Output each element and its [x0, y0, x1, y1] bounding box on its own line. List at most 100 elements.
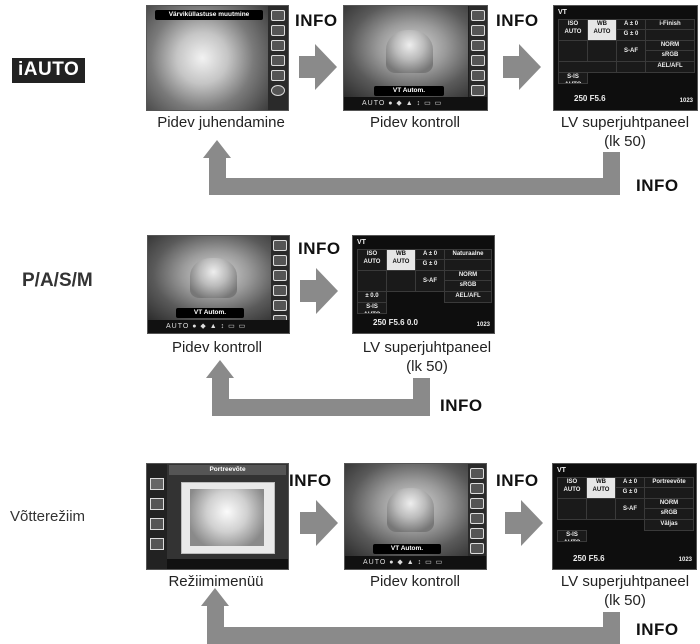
guide-option-icon: [271, 55, 285, 66]
super-control-panel-screen: VT ISO AUTO WB AUTO A ± 0 G ± 0 Portreev…: [552, 463, 697, 570]
control-bottom-bar: AUTO ● ◆ ▲ ↕ ▭ ▭: [345, 556, 486, 569]
aelafl-cell: AEL/AFL: [444, 291, 492, 303]
live-control-screen: VT Autom. AUTO ● ◆ ▲ ↕ ▭ ▭: [344, 463, 487, 570]
wb-banner: VT Autom.: [176, 308, 244, 318]
mode-menu-screen: Portreevõte: [146, 463, 289, 570]
photo-preview: [344, 6, 468, 97]
panel-grid: VT ISO AUTO WB AUTO A ± 0 G ± 0 Portreev…: [553, 464, 696, 569]
flash-cell: [558, 40, 588, 62]
mode-menu-sidebar: [147, 464, 167, 569]
pasm-mode-label: P/A/S/M: [22, 270, 93, 291]
return-arrow-shaft: [207, 606, 224, 644]
flower-photo: [147, 6, 270, 110]
caption-mode-menu: Režiimimenüü: [168, 573, 264, 590]
exposure-readout: 250 F5.6: [574, 94, 606, 103]
caption-live-control: Pidev kontroll: [369, 573, 461, 590]
exposure-readout: 250 F5.6 0.0: [373, 318, 418, 327]
sis-cell: S-IS AUTO: [557, 530, 587, 542]
flash-cell: [557, 498, 587, 520]
info-button-label: INFO: [496, 471, 539, 490]
control-bottom-bar: AUTO ● ◆ ▲ ↕ ▭ ▭: [148, 320, 289, 333]
saf-cell: S-AF: [615, 498, 645, 520]
sis-cell: S-IS AUTO: [357, 302, 387, 314]
mode-menu-title: Portreevõte: [169, 465, 286, 475]
af-area-cell: [587, 40, 617, 62]
up-arrow-icon: [206, 360, 234, 378]
super-control-panel-screen: VT ISO AUTO WB AUTO A ± 0 G ± 0 i-Finish…: [553, 5, 698, 111]
iso-cell: ISO AUTO: [557, 477, 587, 499]
info-button-label: INFO: [496, 11, 539, 30]
af-area-cell: [386, 270, 416, 292]
info-button-label: INFO: [440, 396, 483, 415]
info-button-label: INFO: [636, 176, 679, 195]
guide-option-icon: [271, 70, 285, 81]
info-button-label: INFO: [298, 239, 341, 258]
guide-icon-column: [268, 6, 288, 110]
return-arrow-bar: [207, 627, 620, 644]
wb-cell: WB AUTO: [586, 477, 616, 499]
portrait-sample-frame: [181, 482, 275, 554]
shots-remaining: 1023: [476, 322, 490, 328]
control-icon-column: [468, 464, 486, 569]
wb-cell: WB AUTO: [386, 249, 416, 271]
wb-cell: WB AUTO: [587, 19, 617, 41]
guide-banner: Värviküllastuse muutmine: [155, 10, 263, 20]
photo-preview: [345, 464, 468, 556]
shots-remaining: 1023: [678, 557, 692, 563]
panel-title: VT: [357, 239, 366, 246]
flash-cell: [357, 270, 387, 292]
saf-cell: S-AF: [616, 40, 646, 62]
caption-super-panel: LV superjuhtpaneel: [362, 339, 492, 356]
aelafl-cell: AEL/AFL: [645, 61, 695, 73]
iauto-mode-label: iAUTO: [12, 58, 86, 83]
sis-cell: S-IS AUTO: [558, 72, 588, 84]
live-guide-screen: Värviküllastuse muutmine: [146, 5, 289, 111]
guide-option-icon: [271, 40, 285, 51]
up-arrow-icon: [201, 588, 229, 606]
guide-option-icon: [271, 85, 285, 96]
super-control-panel-screen: VT ISO AUTO WB AUTO A ± 0 G ± 0 Naturaal…: [352, 235, 495, 334]
valjas-cell: Väljas: [644, 519, 694, 531]
iso-cell: ISO AUTO: [357, 249, 387, 271]
metering-cell: [616, 61, 646, 73]
guide-option-icon: [271, 10, 285, 21]
caption-live-control: Pidev kontroll: [171, 339, 263, 356]
return-arrow-bar: [212, 399, 430, 416]
return-arrow-shaft: [212, 378, 229, 416]
live-control-screen: VT Autom. AUTO ● ◆ ▲ ↕ ▭ ▭: [147, 235, 290, 334]
exposure-readout: 250 F5.6: [573, 554, 605, 563]
return-arrow-riser: [603, 152, 620, 195]
caption-page-ref: (lk 50): [604, 133, 646, 150]
caption-page-ref: (lk 50): [406, 358, 448, 375]
wb-banner: VT Autom.: [373, 544, 441, 554]
info-button-label: INFO: [295, 11, 338, 30]
af-area-cell: [586, 498, 616, 520]
scene-mode-label: Võtterežiim: [10, 508, 86, 525]
shots-remaining: 1023: [679, 98, 693, 104]
panel-title: VT: [557, 467, 566, 474]
control-icon-column: [271, 236, 289, 333]
info-button-label: INFO: [289, 471, 332, 490]
caption-super-panel: LV superjuhtpaneel: [560, 114, 690, 131]
return-arrow-riser: [603, 612, 620, 644]
caption-page-ref: (lk 50): [604, 592, 646, 609]
return-arrow-riser: [413, 378, 430, 416]
caption-super-panel: LV superjuhtpaneel: [560, 573, 690, 590]
control-icon-column: [469, 6, 487, 110]
photo-preview: [148, 236, 271, 320]
wb-banner: VT Autom.: [374, 86, 444, 96]
saf-cell: S-AF: [415, 270, 445, 292]
mode-menu-bottom-bar: [167, 559, 288, 569]
caption-live-control: Pidev kontroll: [369, 114, 461, 131]
panel-grid: VT ISO AUTO WB AUTO A ± 0 G ± 0 i-Finish…: [554, 6, 697, 110]
up-arrow-icon: [203, 140, 231, 158]
portrait-sample-photo: [190, 489, 264, 546]
info-button-label: INFO: [636, 620, 679, 639]
caption-live-guide: Pidev juhendamine: [157, 114, 285, 131]
return-arrow-shaft: [209, 158, 226, 195]
panel-grid: VT ISO AUTO WB AUTO A ± 0 G ± 0 Naturaal…: [353, 236, 494, 333]
iso-cell: ISO AUTO: [558, 19, 588, 41]
panel-title: VT: [558, 9, 567, 16]
guide-option-icon: [271, 25, 285, 36]
return-arrow-bar: [209, 178, 620, 195]
